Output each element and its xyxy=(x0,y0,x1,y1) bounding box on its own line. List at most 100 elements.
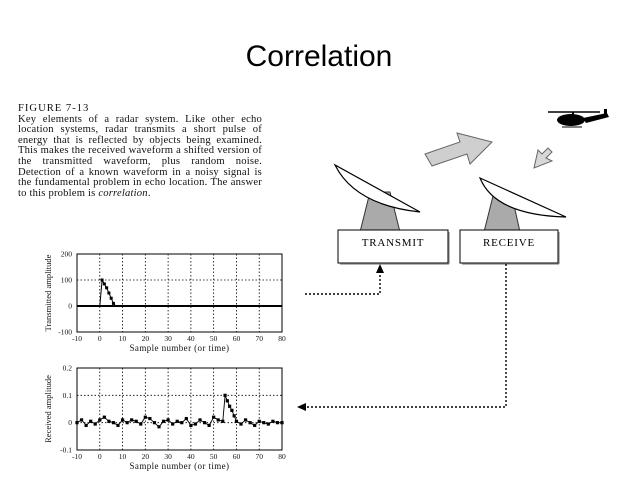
transmitted-data-point xyxy=(107,291,111,295)
received-x-tick-label: 80 xyxy=(278,452,286,461)
receive-label: RECEIVE xyxy=(483,237,535,249)
received-data-point xyxy=(257,419,261,423)
received-data-point xyxy=(275,421,280,425)
transmitted-x-tick-label: 70 xyxy=(255,334,263,343)
received-x-axis-label: Sample number (or time) xyxy=(130,461,230,471)
received-data-point xyxy=(266,422,270,426)
transmitted-data-point xyxy=(100,278,104,282)
received-x-tick-label: 30 xyxy=(164,452,172,461)
received-data-point xyxy=(157,425,161,429)
received-x-tick-label: 40 xyxy=(187,452,195,461)
transmitted-y-tick-label: 200 xyxy=(61,250,73,259)
received-data-point xyxy=(116,423,120,427)
received-data-point xyxy=(166,418,170,422)
received-data-point xyxy=(253,423,257,427)
received-data-point xyxy=(198,418,202,422)
received-data-point xyxy=(248,421,252,425)
received-y-tick-label: 0.1 xyxy=(63,391,73,400)
received-data-point xyxy=(152,421,157,425)
transmit-label: TRANSMIT xyxy=(362,237,425,249)
received-data-point xyxy=(262,421,266,425)
received-data-point xyxy=(207,423,211,427)
received-data-point xyxy=(271,419,275,423)
received-x-tick-label: 60 xyxy=(233,452,241,461)
received-data-point xyxy=(189,423,193,427)
received-data-point xyxy=(120,418,125,422)
received-data-point xyxy=(280,421,284,425)
received-x-tick-label: 0 xyxy=(98,452,102,461)
transmitted-x-tick-label: -10 xyxy=(72,334,82,343)
transmitted-y-axis-label: Transmitted amplitude xyxy=(43,254,53,331)
receive-box: RECEIVE xyxy=(459,229,560,265)
transmitted-x-tick-label: 30 xyxy=(164,334,172,343)
received-data-point xyxy=(180,421,184,425)
received-data-point xyxy=(125,421,129,425)
received-data-point xyxy=(223,393,227,397)
received-data-point xyxy=(193,422,198,426)
caption-body: Key elements of a radar system. Like oth… xyxy=(18,113,262,199)
received-x-tick-label: 70 xyxy=(255,452,263,461)
received-data-point xyxy=(134,419,138,423)
caption-end: . xyxy=(147,187,151,199)
transmit-box: TRANSMIT xyxy=(337,229,450,265)
received-data-point xyxy=(184,416,188,421)
received-data-point xyxy=(79,418,84,422)
echo-wave-arrow xyxy=(533,147,554,169)
received-data-point xyxy=(216,418,220,422)
received-data-point xyxy=(107,419,111,423)
transmitted-x-tick-label: 60 xyxy=(233,334,241,343)
received-data-point xyxy=(148,416,152,421)
received-data-point xyxy=(130,418,134,422)
transmitted-y-tick-label: 0 xyxy=(68,302,72,311)
transmitted-x-tick-label: 20 xyxy=(142,334,150,343)
receive-connector xyxy=(297,264,507,411)
transmitted-data-point xyxy=(109,296,113,300)
received-data-point xyxy=(202,421,207,425)
received-data-point xyxy=(239,422,243,426)
transmitted-x-tick-label: 80 xyxy=(278,334,286,343)
received-data-point xyxy=(139,422,143,426)
transmitted-data-point xyxy=(105,286,109,290)
transmitted-data-point xyxy=(111,301,115,305)
transmit-antenna xyxy=(333,163,421,233)
helicopter-icon xyxy=(548,109,609,128)
received-x-tick-label: -10 xyxy=(72,452,82,461)
received-data-point xyxy=(243,418,248,422)
caption-answer: correlation xyxy=(98,187,148,199)
received-data-point xyxy=(102,415,106,419)
figure-label: FIGURE 7-13 xyxy=(18,103,90,114)
transmitted-x-tick-label: 10 xyxy=(119,334,127,343)
received-data-point xyxy=(84,423,88,427)
transmitted-y-tick-label: -100 xyxy=(58,328,72,337)
transmit-connector xyxy=(305,264,384,295)
received-data-point xyxy=(89,419,93,423)
received-data-point xyxy=(171,422,175,426)
transmitted-data-point xyxy=(102,282,106,286)
received-data-point xyxy=(225,399,229,403)
received-data-point xyxy=(234,419,239,423)
transmitted-x-tick-label: 0 xyxy=(98,334,102,343)
received-data-point xyxy=(232,414,236,418)
received-y-tick-label: -0.1 xyxy=(60,446,72,455)
received-data-point xyxy=(93,422,97,426)
received-data-point xyxy=(230,408,234,412)
received-data-point xyxy=(98,418,102,422)
received-x-tick-label: 20 xyxy=(142,452,150,461)
received-plot-frame xyxy=(76,367,283,451)
transmit-wave-arrow xyxy=(424,132,493,167)
transmitted-y-tick-label: 100 xyxy=(61,276,73,285)
received-y-tick-label: 0 xyxy=(68,418,72,427)
transmitted-x-tick-label: 50 xyxy=(210,334,218,343)
figure-caption: FIGURE 7-13 Key elements of a radar syst… xyxy=(18,103,262,199)
received-data-point xyxy=(111,421,116,425)
received-data-point xyxy=(175,419,179,423)
received-data-point xyxy=(143,415,147,419)
received-data-point xyxy=(221,419,225,423)
slide-title: Correlation xyxy=(245,40,393,73)
transmitted-x-tick-label: 40 xyxy=(187,334,195,343)
received-y-axis-label: Received amplitude xyxy=(43,375,53,443)
received-x-tick-label: 50 xyxy=(210,452,218,461)
